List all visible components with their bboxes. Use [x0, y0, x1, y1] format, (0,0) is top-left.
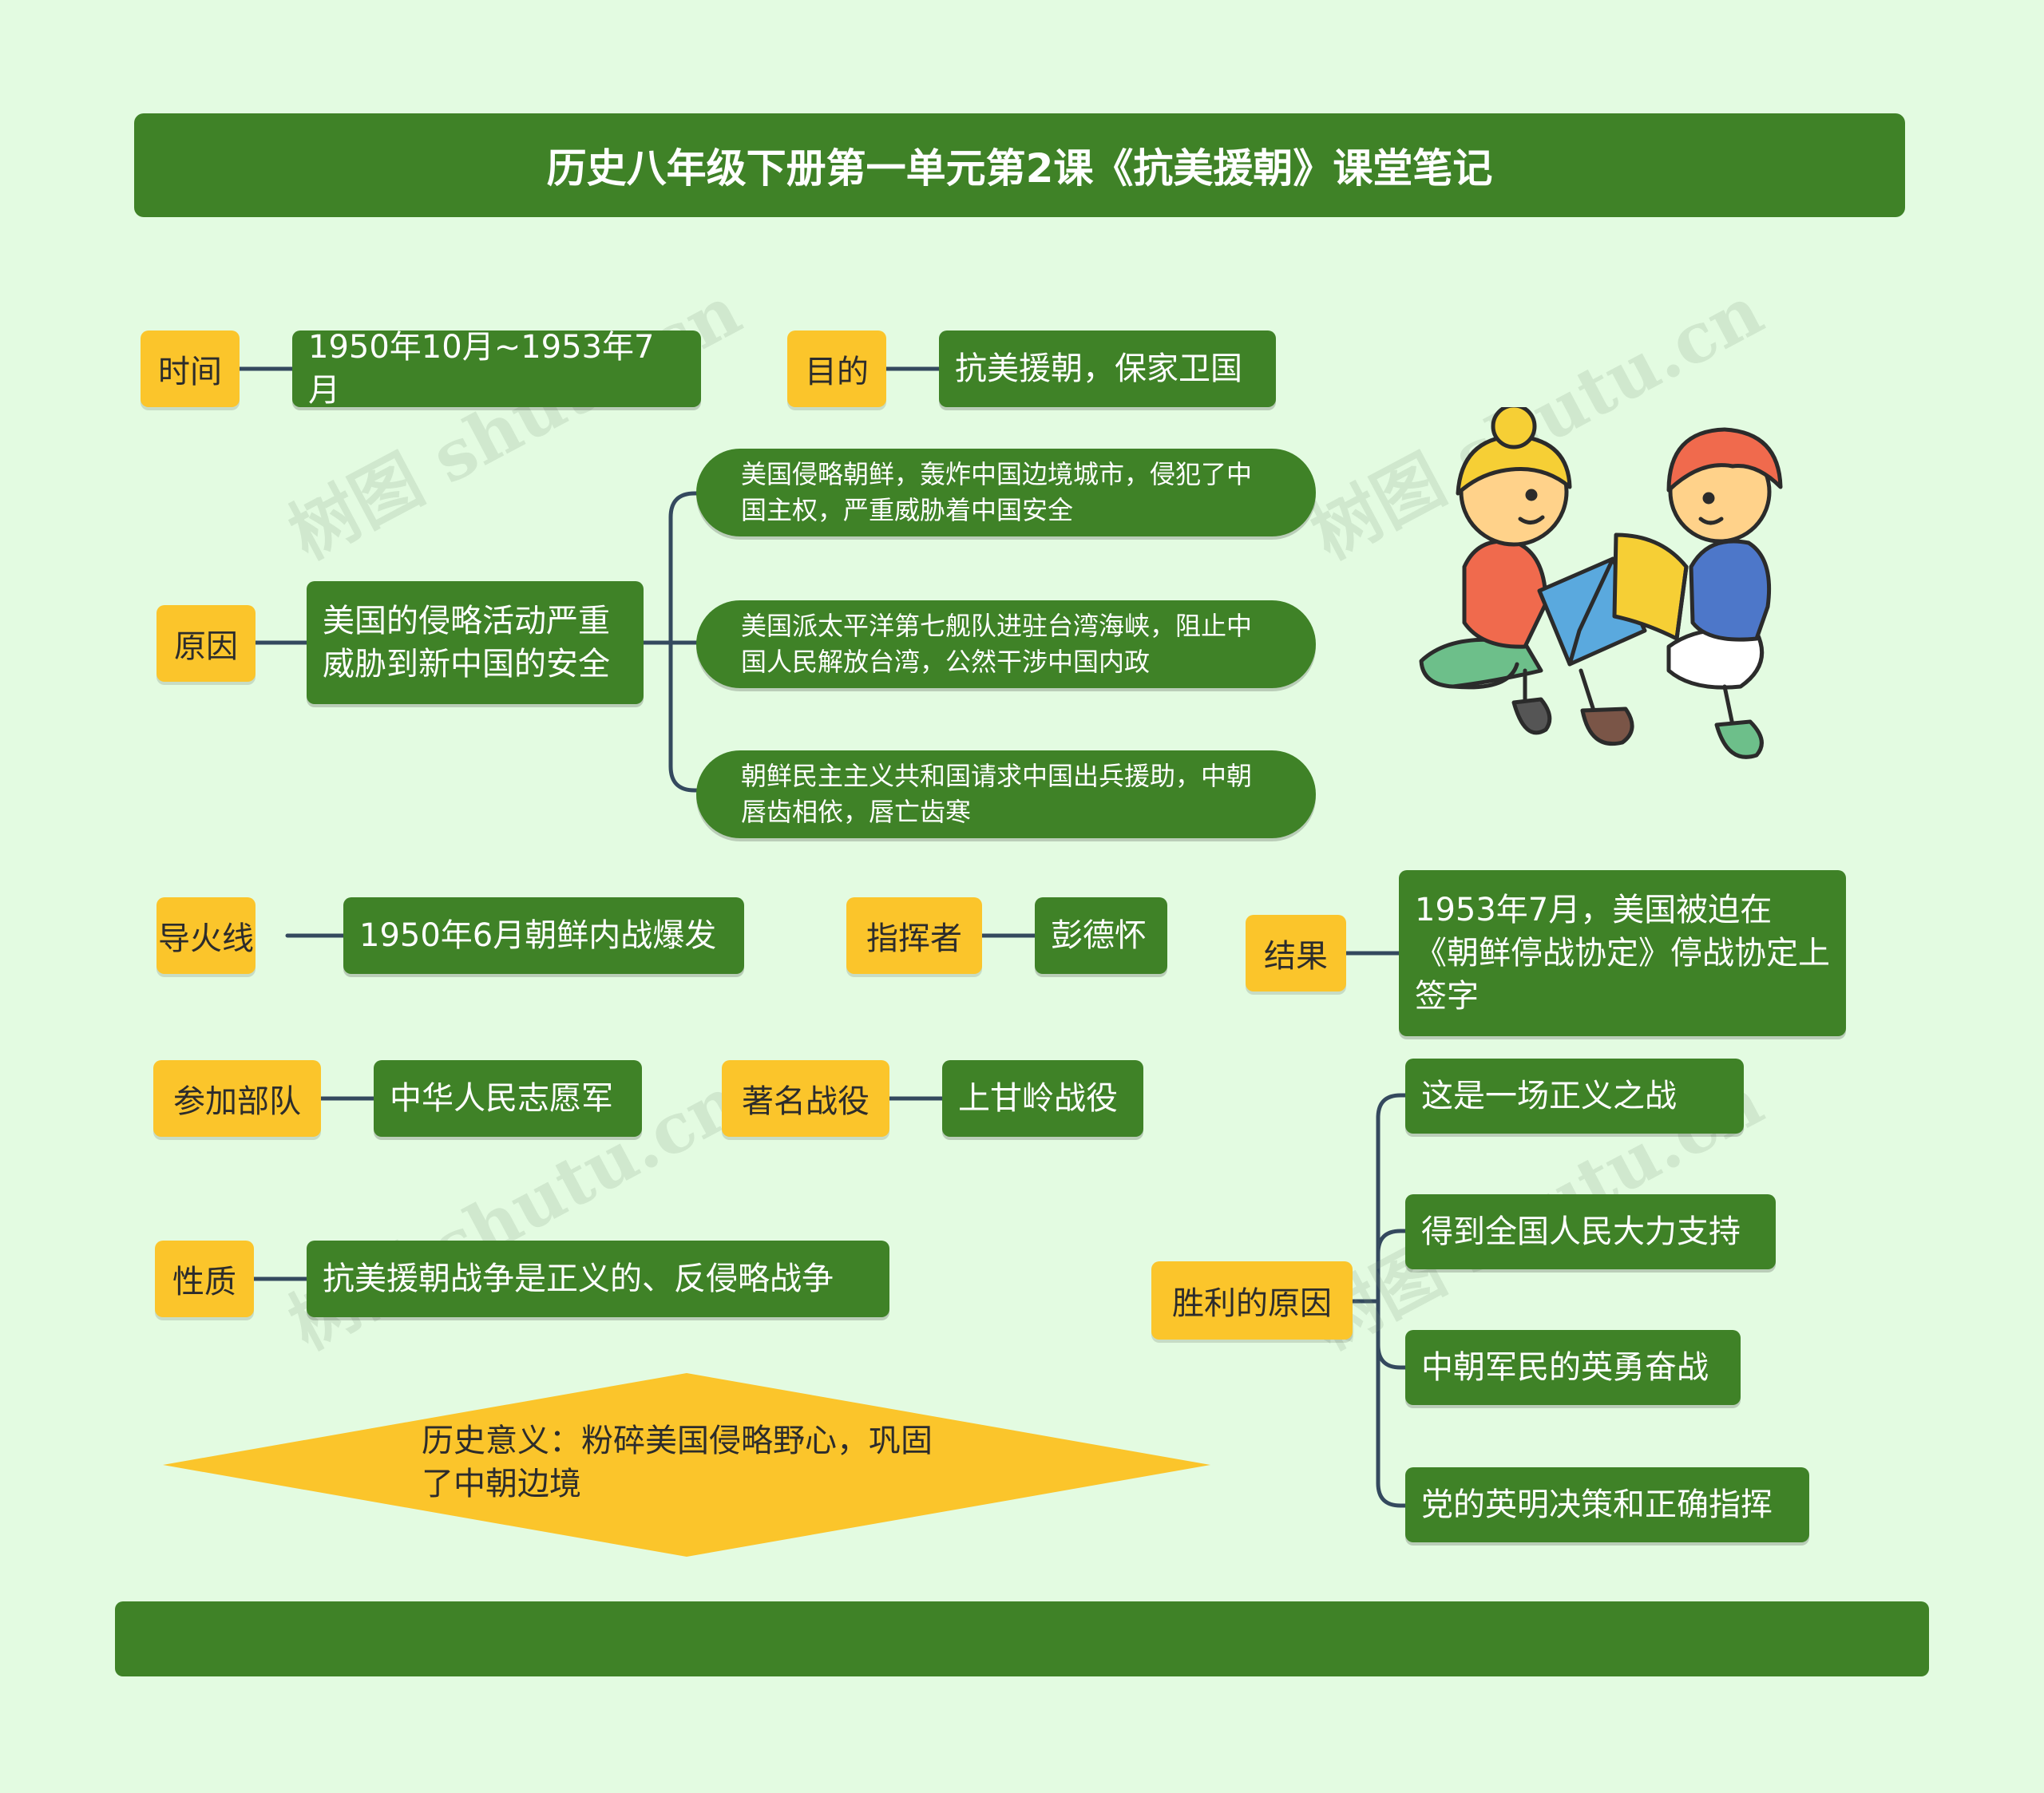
- victory-reason: 中朝军民的英勇奋战: [1405, 1330, 1741, 1405]
- cause-main: 美国的侵略活动严重威胁到新中国的安全: [307, 581, 644, 704]
- cause-detail: 美国侵略朝鲜，轰炸中国边境城市，侵犯了中国主权，严重威胁着中国安全: [696, 449, 1316, 536]
- victory-label: 胜利的原因: [1151, 1261, 1353, 1340]
- nature-label: 性质: [155, 1241, 254, 1317]
- page-title: 历史八年级下册第一单元第2课《抗美援朝》课堂笔记: [134, 113, 1905, 217]
- fuse-label: 导火线: [156, 897, 256, 974]
- children-reading-illustration: [1405, 407, 1820, 798]
- battle-label: 著名战役: [722, 1060, 889, 1137]
- troops-label: 参加部队: [153, 1060, 321, 1137]
- purpose-label: 目的: [787, 330, 886, 407]
- victory-reason: 党的英明决策和正确指挥: [1405, 1467, 1809, 1542]
- cause-label: 原因: [156, 605, 256, 682]
- purpose-value: 抗美援朝，保家卫国: [939, 330, 1276, 407]
- battle-value: 上甘岭战役: [942, 1060, 1143, 1137]
- victory-reason: 这是一场正义之战: [1405, 1059, 1744, 1134]
- time-label: 时间: [141, 330, 240, 407]
- time-value: 1950年10月~1953年7月: [292, 330, 701, 407]
- commander-value: 彭德怀: [1035, 897, 1167, 974]
- fuse-value: 1950年6月朝鲜内战爆发: [343, 897, 744, 974]
- footer-bar: [115, 1601, 1929, 1676]
- nature-value: 抗美援朝战争是正义的、反侵略战争: [307, 1241, 889, 1317]
- victory-reason: 得到全国人民大力支持: [1405, 1194, 1776, 1269]
- troops-value: 中华人民志愿军: [374, 1060, 642, 1137]
- cause-detail: 美国派太平洋第七舰队进驻台湾海峡，阻止中国人民解放台湾，公然干涉中国内政: [696, 600, 1316, 688]
- commander-label: 指挥者: [846, 897, 982, 974]
- result-value: 1953年7月，美国被迫在《朝鲜停战协定》停战协定上签字: [1399, 870, 1846, 1036]
- significance-text: 历史意义：粉碎美国侵略野心，巩固了中朝边境: [422, 1419, 949, 1506]
- result-label: 结果: [1246, 915, 1346, 991]
- cause-detail: 朝鲜民主主义共和国请求中国出兵援助，中朝唇齿相依，唇亡齿寒: [696, 750, 1316, 838]
